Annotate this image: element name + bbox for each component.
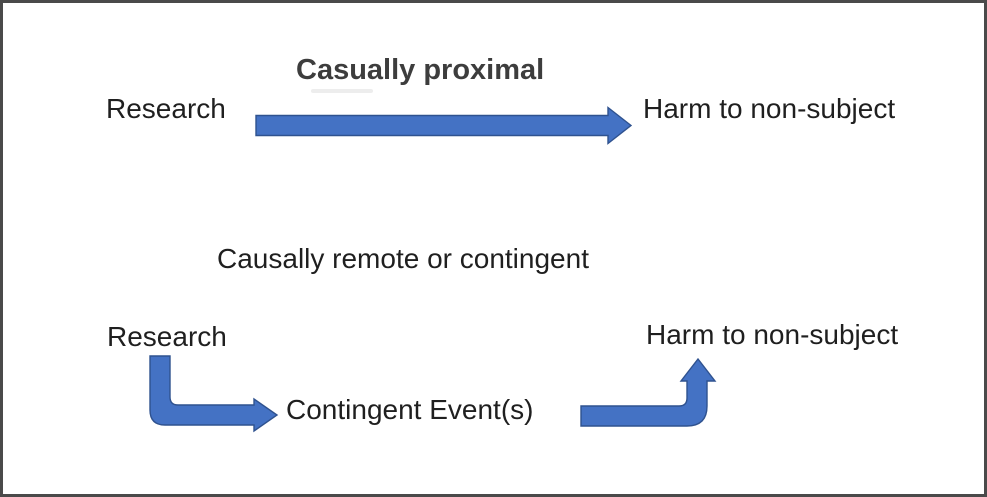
top-target-label: Harm to non-subject bbox=[643, 93, 896, 124]
elbow-right-up-arrow-icon bbox=[580, 357, 717, 427]
faint-smudge-artifact bbox=[311, 89, 373, 93]
bottom-target-label: Harm to non-subject bbox=[646, 319, 899, 350]
contingent-events-label: Contingent Event(s) bbox=[286, 394, 534, 425]
bottom-section-title: Causally remote or contingent bbox=[217, 243, 589, 274]
elbow-down-right-arrow-icon bbox=[149, 355, 279, 433]
top-source-label: Research bbox=[106, 93, 226, 124]
top-section-title: Casually proximal bbox=[296, 54, 545, 86]
straight-right-arrow-icon bbox=[255, 106, 633, 145]
bottom-source-label: Research bbox=[107, 321, 227, 352]
arrow-layer bbox=[149, 106, 717, 433]
